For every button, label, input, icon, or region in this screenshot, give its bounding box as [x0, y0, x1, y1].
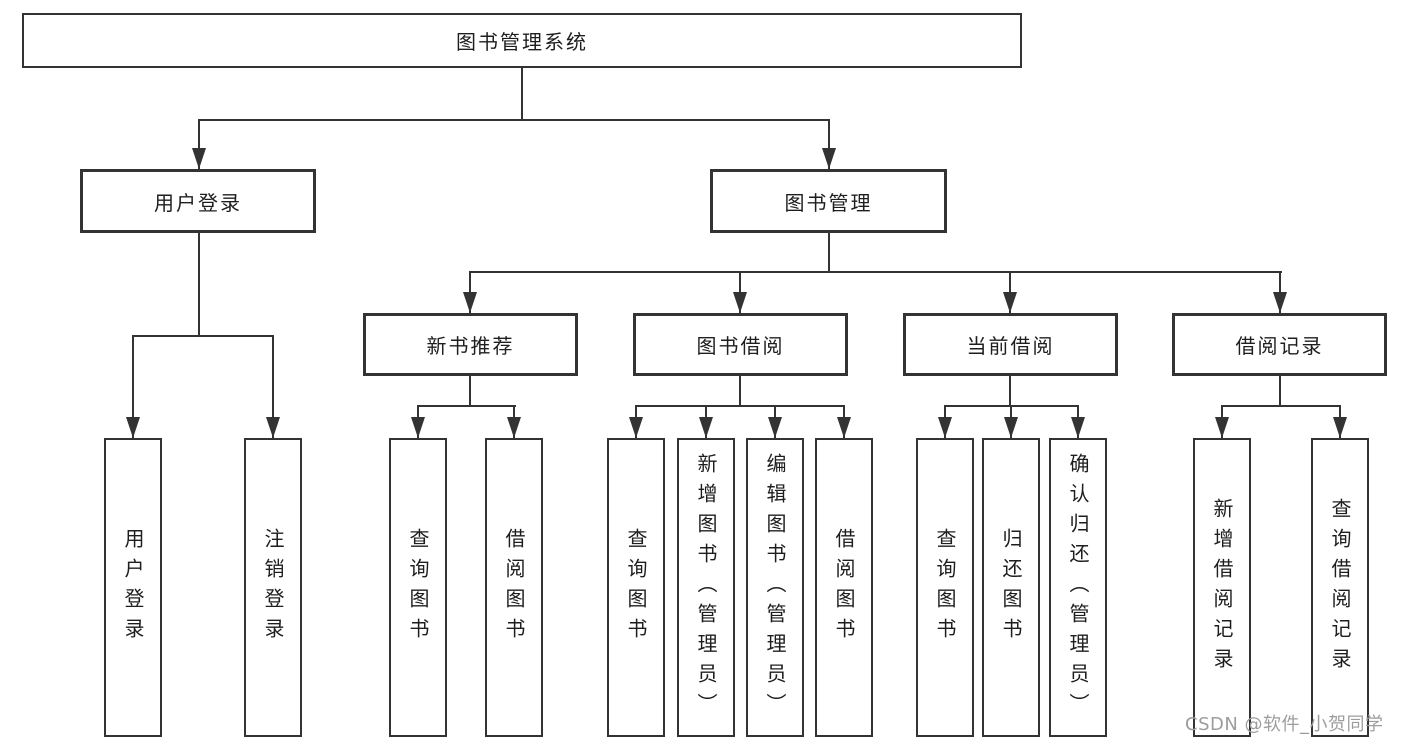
leaf-confirm-return-admin: 确认归还（管理员）	[1049, 438, 1107, 737]
leaf-label: 借阅图书	[502, 527, 526, 648]
arrowhead-down-icon	[629, 417, 643, 438]
connector-line	[417, 405, 516, 407]
connector-line	[272, 335, 274, 438]
node-borrowing-records: 借阅记录	[1172, 313, 1387, 376]
connector-line	[828, 119, 830, 169]
leaf-add-borrow-record: 新增借阅记录	[1193, 438, 1251, 737]
arrowhead-down-icon	[1004, 417, 1018, 438]
leaf-label: 注销登录	[261, 527, 285, 648]
arrowhead-down-icon	[699, 417, 713, 438]
arrowhead-down-icon	[463, 292, 477, 313]
leaf-query-books-recommend: 查询图书	[389, 438, 447, 737]
connector-line	[132, 335, 134, 438]
connector-line	[198, 119, 830, 121]
arrowhead-down-icon	[1071, 417, 1085, 438]
connector-line	[198, 119, 200, 169]
leaf-borrow-books-borrowing: 借阅图书	[815, 438, 873, 737]
leaf-label: 新增图书（管理员）	[694, 452, 718, 723]
arrowhead-down-icon	[837, 417, 851, 438]
leaf-query-books-borrowing: 查询图书	[607, 438, 665, 737]
leaf-label: 查询图书	[933, 527, 957, 648]
connector-line	[132, 335, 274, 337]
leaf-label: 归还图书	[999, 527, 1023, 648]
node-library-management-system: 图书管理系统	[22, 13, 1022, 68]
node-current-borrowing: 当前借阅	[903, 313, 1118, 376]
connector-line	[198, 233, 200, 337]
arrowhead-down-icon	[507, 417, 521, 438]
connector-line	[1009, 376, 1011, 407]
arrowhead-down-icon	[733, 292, 747, 313]
csdn-watermark: CSDN @软件_小贺同学	[1185, 714, 1384, 735]
arrowhead-down-icon	[1273, 292, 1287, 313]
connector-line	[469, 271, 1282, 273]
node-book-borrowing: 图书借阅	[633, 313, 848, 376]
connector-line	[739, 376, 741, 407]
leaf-label: 借阅图书	[832, 527, 856, 648]
connector-line	[1279, 376, 1281, 407]
arrowhead-down-icon	[411, 417, 425, 438]
leaf-user-login: 用户登录	[104, 438, 162, 737]
arrowhead-down-icon	[1003, 292, 1017, 313]
leaf-label: 用户登录	[121, 527, 145, 648]
leaf-label: 查询图书	[624, 527, 648, 648]
leaf-return-book: 归还图书	[982, 438, 1040, 737]
arrowhead-down-icon	[938, 417, 952, 438]
arrowhead-down-icon	[126, 417, 140, 438]
leaf-query-books-current: 查询图书	[916, 438, 974, 737]
leaf-borrow-books-recommend: 借阅图书	[485, 438, 543, 737]
connector-line	[1221, 405, 1341, 407]
leaf-label: 查询图书	[406, 527, 430, 648]
connector-line	[521, 68, 523, 121]
leaf-label: 编辑图书（管理员）	[763, 452, 787, 723]
connector-line	[828, 233, 830, 273]
arrowhead-down-icon	[822, 148, 836, 169]
arrowhead-down-icon	[192, 148, 206, 169]
leaf-add-book-admin: 新增图书（管理员）	[677, 438, 735, 737]
leaf-label: 新增借阅记录	[1210, 497, 1234, 678]
arrowhead-down-icon	[266, 417, 280, 438]
node-user-login: 用户登录	[80, 169, 316, 233]
arrowhead-down-icon	[1215, 417, 1229, 438]
node-new-book-recommendation: 新书推荐	[363, 313, 578, 376]
connector-line	[469, 376, 471, 407]
arrowhead-down-icon	[1333, 417, 1347, 438]
leaf-label: 确认归还（管理员）	[1066, 452, 1090, 723]
leaf-label: 查询借阅记录	[1328, 497, 1352, 678]
connector-line	[635, 405, 845, 407]
leaf-logout: 注销登录	[244, 438, 302, 737]
node-book-management: 图书管理	[710, 169, 947, 233]
leaf-edit-book-admin: 编辑图书（管理员）	[746, 438, 804, 737]
leaf-query-borrow-record: 查询借阅记录	[1311, 438, 1369, 737]
arrowhead-down-icon	[768, 417, 782, 438]
